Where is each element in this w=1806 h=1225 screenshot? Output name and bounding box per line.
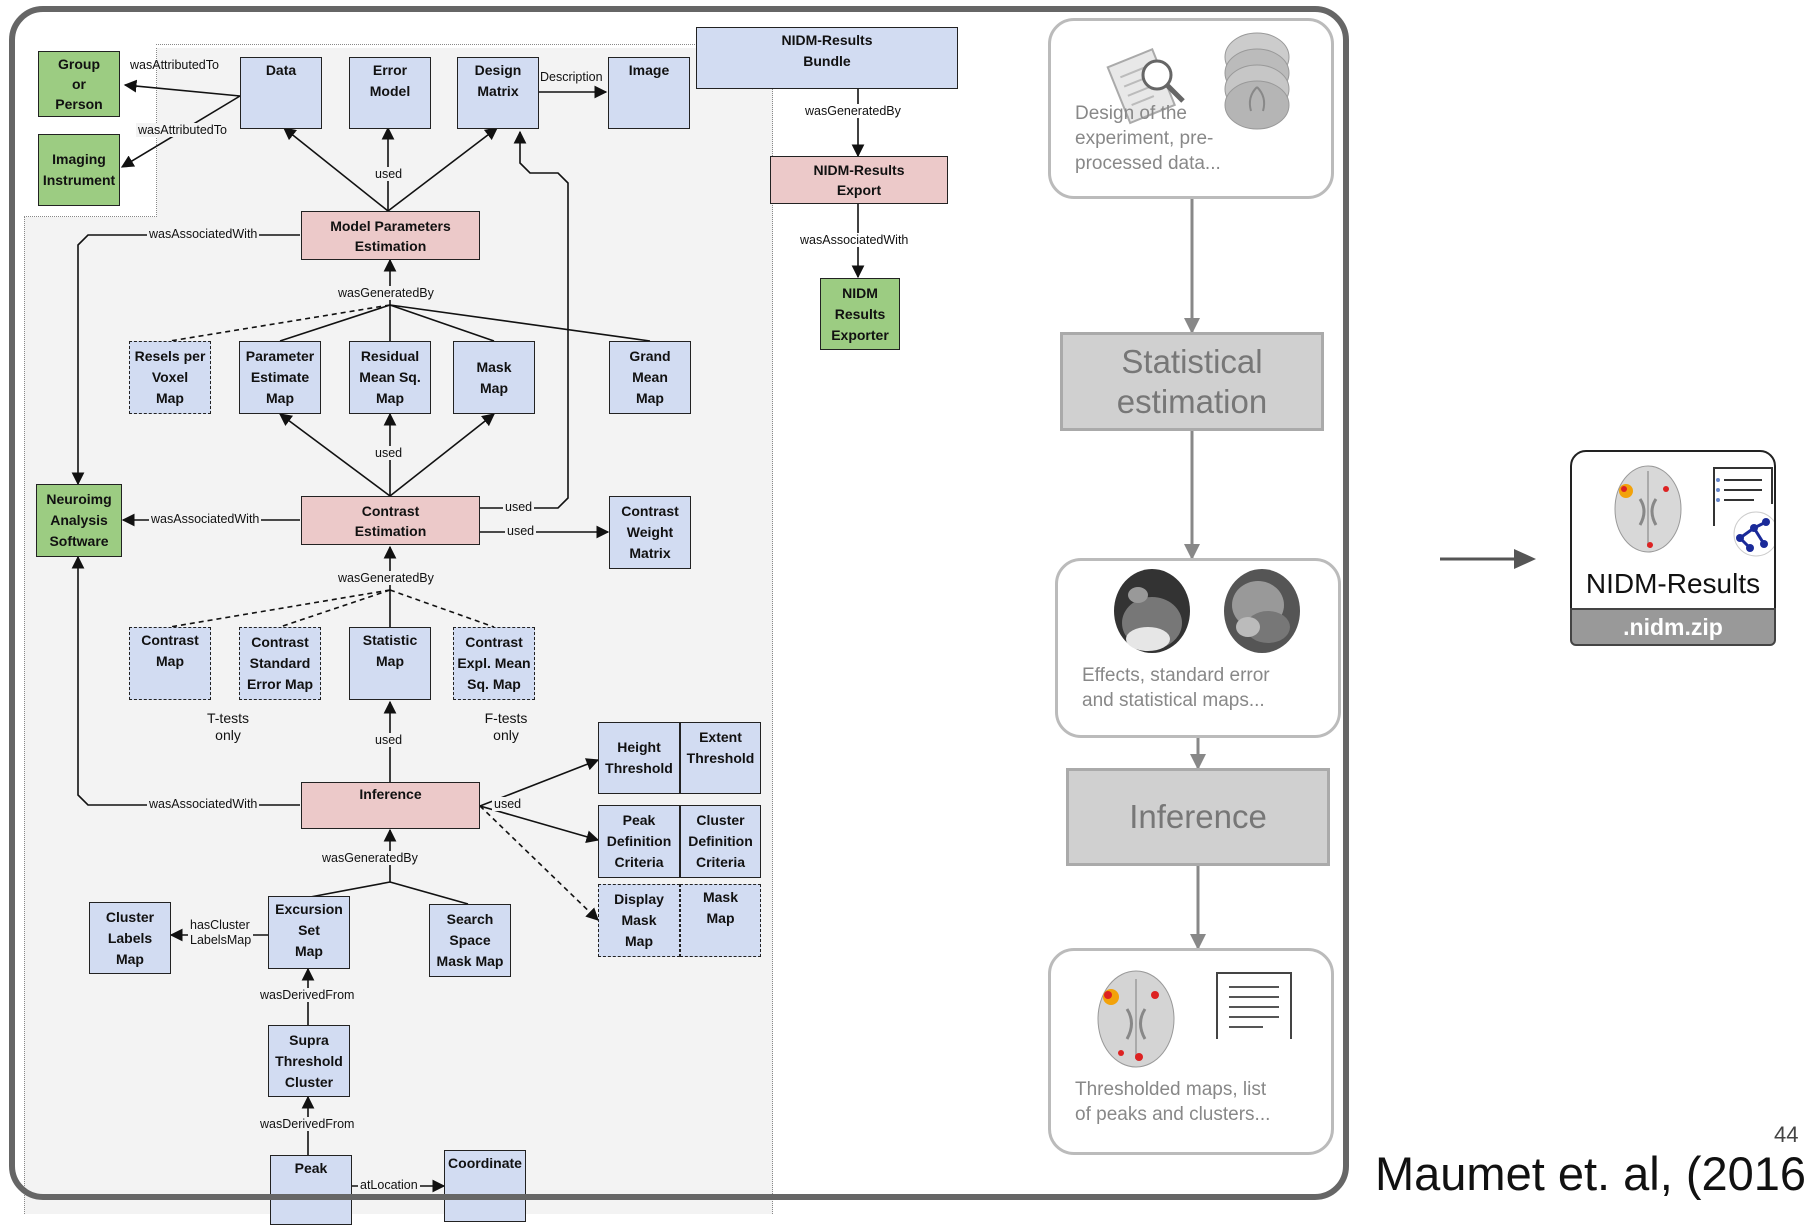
- group-person-agent: Group or Person: [38, 51, 120, 117]
- relation-was-associated-with: wasAssociatedWith: [149, 512, 262, 526]
- design-step-card: Design of the experiment, pre- processed…: [1048, 18, 1334, 199]
- nidm-results-export: NIDM-Results Export: [770, 156, 948, 204]
- relation-used: used: [505, 524, 537, 538]
- page-number: 44: [1774, 1122, 1799, 1147]
- relation-was-generated-by: wasGeneratedBy: [320, 851, 420, 865]
- f-tests-note: F-tests only: [484, 710, 528, 743]
- peaks-list-icon: [1216, 972, 1292, 1039]
- thresholded-brain-icon: [1097, 970, 1175, 1068]
- effects-step-text: Effects, standard error and statistical …: [1082, 665, 1270, 711]
- model-parameters-estimation: Model Parameters Estimation: [301, 211, 480, 260]
- nidm-results-package: NIDM-Results .nidm.zip: [1570, 450, 1776, 646]
- excursion-set-map: Excursion Set Map: [268, 896, 350, 969]
- contrast-standard-error-map: Contrast Standard Error Map: [239, 627, 321, 700]
- diagram-top-border: [156, 44, 771, 49]
- display-mask-map: Display Mask Map: [598, 884, 680, 957]
- relation-used: used: [373, 167, 405, 181]
- contrast-estimation: Contrast Estimation: [301, 496, 480, 545]
- inference-step: Inference: [1066, 768, 1330, 866]
- peak-definition-criteria: Peak Definition Criteria: [598, 805, 680, 878]
- thresholded-step-text: Thresholded maps, list of peaks and clus…: [1075, 1079, 1271, 1125]
- image-entity: Image: [608, 57, 690, 129]
- grand-mean-map: Grand Mean Map: [609, 341, 691, 414]
- relation-at-location: atLocation: [358, 1178, 420, 1192]
- contrast-weight-matrix: Contrast Weight Matrix: [609, 496, 691, 569]
- contrast-expl-mean-sq-map: Contrast Expl. Mean Sq. Map: [453, 627, 535, 700]
- result-brain-icon: [1614, 465, 1682, 553]
- relation-was-generated-by: wasGeneratedBy: [336, 286, 436, 300]
- document-magnifier-icon: [1106, 48, 1185, 125]
- nidm-results-exporter: NIDM Results Exporter: [820, 278, 900, 350]
- statistic-map: Statistic Map: [349, 627, 431, 700]
- cluster-labels-map: Cluster Labels Map: [89, 902, 171, 974]
- search-space-mask-map: Search Space Mask Map: [429, 904, 511, 977]
- relation-used: used: [373, 446, 405, 460]
- neuroimg-analysis-software: Neuroimg Analysis Software: [36, 484, 122, 557]
- relation-was-generated-by: wasGeneratedBy: [336, 571, 436, 585]
- nidm-results-bundle: NIDM-Results Bundle: [696, 27, 958, 89]
- relation-used: used: [373, 733, 405, 747]
- mask-map: Mask Map: [453, 341, 535, 414]
- figure-frame: [9, 6, 1349, 1200]
- resels-per-voxel-map: Resels per Voxel Map: [129, 341, 211, 414]
- package-title: NIDM-Results: [1585, 568, 1761, 599]
- result-graph-icon: [1713, 467, 1774, 557]
- relation-was-associated-with: wasAssociatedWith: [147, 227, 260, 241]
- package-extension: .nidm.zip: [1570, 608, 1776, 646]
- imaging-instrument-agent: Imaging Instrument: [38, 134, 120, 206]
- design-matrix-entity: Design Matrix: [457, 57, 539, 129]
- brain-slices-icon: [1224, 32, 1290, 130]
- relation-was-attributed-to: wasAttributedTo: [130, 58, 219, 72]
- effects-step-card: Effects, standard error and statistical …: [1055, 558, 1341, 738]
- relation-was-generated-by: wasGeneratedBy: [805, 104, 901, 118]
- relation-used: used: [492, 797, 524, 811]
- citation: Maumet et. al, (2016: [1375, 1147, 1806, 1200]
- relation-used: used: [503, 500, 535, 514]
- t-tests-note: T-tests only: [206, 710, 249, 743]
- data-entity: Data: [240, 57, 322, 129]
- relation-was-derived-from: wasDerivedFrom: [258, 1117, 357, 1131]
- stat-brain-icon: [1224, 569, 1300, 653]
- mask-map-inference: Mask Map: [680, 884, 761, 957]
- cluster-definition-criteria: Cluster Definition Criteria: [680, 805, 761, 878]
- contrast-map: Contrast Map: [129, 627, 211, 700]
- extent-threshold: Extent Threshold: [680, 722, 761, 794]
- relation-has-cluster-labels-map: hasCluster LabelsMap: [188, 918, 254, 948]
- statistical-estimation-step: Statistical estimation: [1060, 332, 1324, 431]
- residual-mean-sq-map: Residual Mean Sq. Map: [349, 341, 431, 414]
- error-model-entity: Error Model: [349, 57, 431, 129]
- relation-description: Description: [540, 70, 603, 84]
- relation-was-associated-with: wasAssociatedWith: [147, 797, 260, 811]
- effects-brain-icon: [1114, 569, 1190, 653]
- design-step-text: Design of the experiment, pre- processed…: [1075, 103, 1221, 174]
- inference-activity: Inference: [301, 782, 480, 829]
- relation-was-attributed-to: wasAttributedTo: [136, 123, 229, 137]
- thresholded-step-card: Thresholded maps, list of peaks and clus…: [1048, 948, 1334, 1155]
- relation-was-associated-with: wasAssociatedWith: [800, 233, 909, 247]
- peak-entity: Peak: [270, 1155, 352, 1225]
- supra-threshold-cluster: Supra Threshold Cluster: [268, 1025, 350, 1097]
- relation-was-derived-from: wasDerivedFrom: [258, 988, 357, 1002]
- height-threshold: Height Threshold: [598, 722, 680, 794]
- parameter-estimate-map: Parameter Estimate Map: [239, 341, 321, 414]
